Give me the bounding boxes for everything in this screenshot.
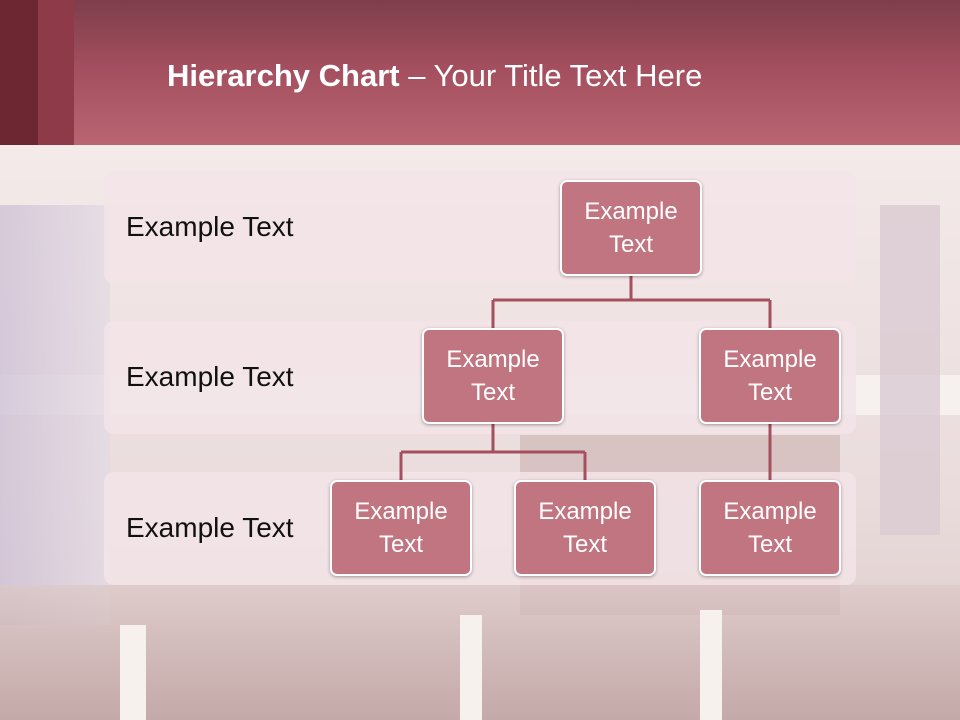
node-level2-left-label: Example Text (446, 346, 540, 406)
node-level2-left[interactable]: Example Text (422, 328, 564, 424)
header-accent-bar (0, 0, 38, 145)
slide-header: Hierarchy Chart – Your Title Text Here (0, 0, 960, 145)
slide-title: Hierarchy Chart – Your Title Text Here (167, 56, 702, 96)
node-level3-c[interactable]: Example Text (699, 480, 841, 576)
node-level3-b[interactable]: Example Text (514, 480, 656, 576)
node-level3-a[interactable]: Example Text (330, 480, 472, 576)
node-root-label: Example Text (584, 198, 678, 258)
node-level3-c-label: Example Text (723, 498, 817, 558)
node-root[interactable]: Example Text (560, 180, 702, 276)
level-label-1: Example Text (126, 211, 294, 242)
node-level2-right[interactable]: Example Text (699, 328, 841, 424)
level-label-2: Example Text (126, 361, 294, 392)
level-band-1 (104, 171, 856, 284)
node-level2-right-label: Example Text (723, 346, 817, 406)
header-accent-bar (38, 0, 74, 145)
level-label-3: Example Text (126, 512, 294, 543)
node-level3-b-label: Example Text (538, 498, 632, 558)
title-rest: – Your Title Text Here (399, 58, 703, 93)
title-bold: Hierarchy Chart (167, 58, 400, 93)
node-level3-a-label: Example Text (354, 498, 448, 558)
